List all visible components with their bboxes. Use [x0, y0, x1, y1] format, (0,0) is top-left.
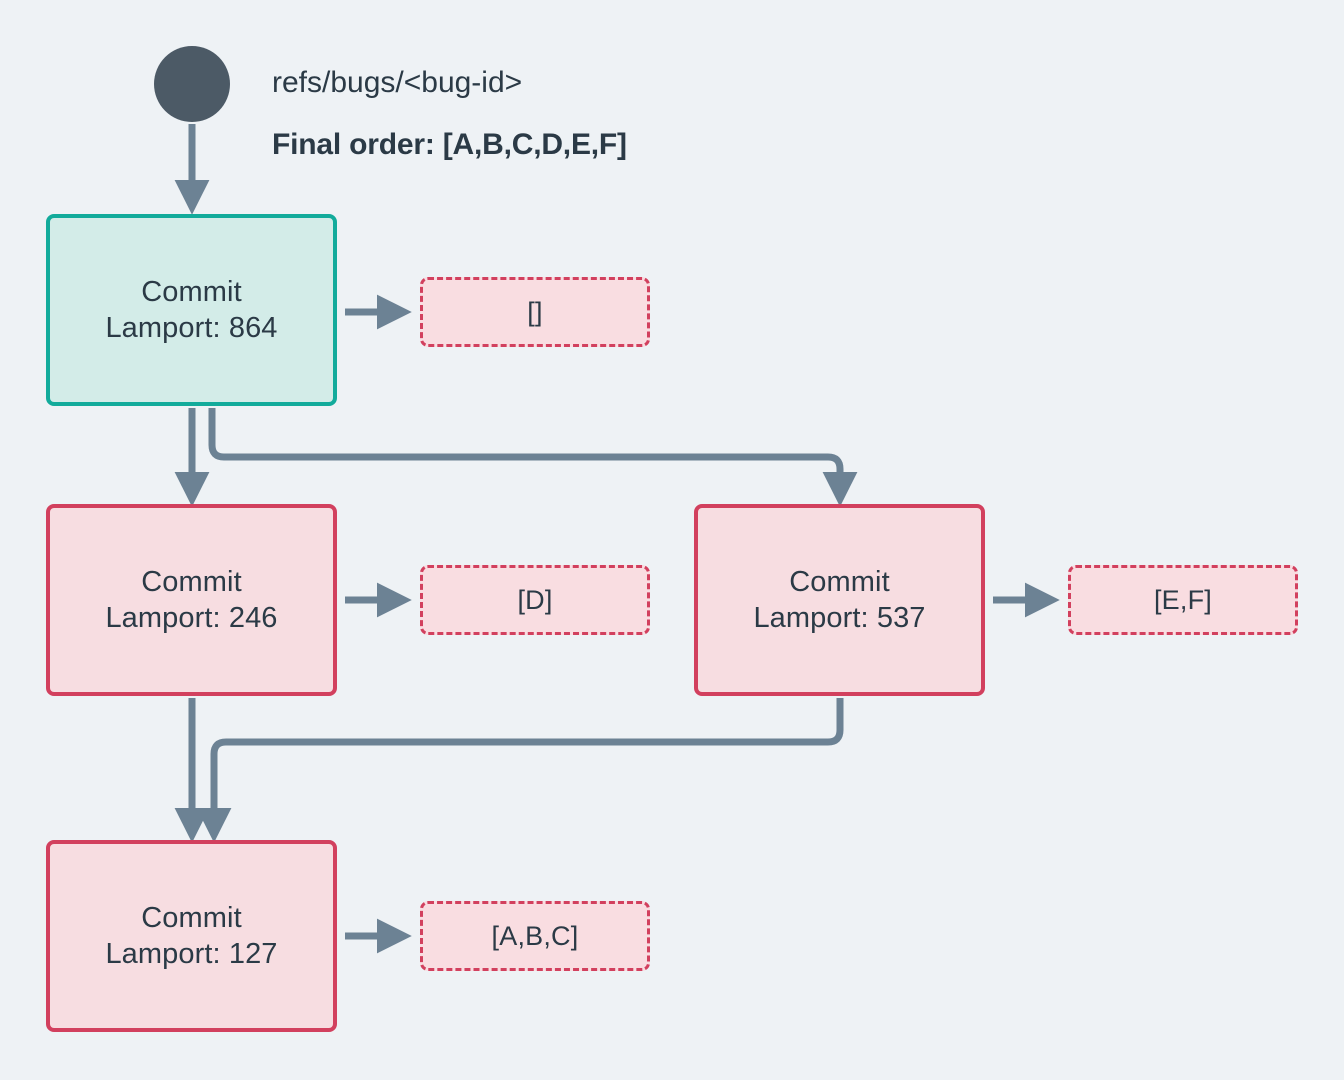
commit-node-537[interactable]: Commit Lamport: 537 [694, 504, 985, 696]
payload-text: [] [527, 296, 543, 327]
payload-box-537[interactable]: [E,F] [1068, 565, 1298, 635]
commit-title: Commit [789, 565, 890, 598]
payload-text: [A,B,C] [491, 920, 579, 951]
edge-537-to-127 [196, 698, 844, 843]
commit-lamport: Lamport: 864 [105, 312, 278, 344]
payload-box-246[interactable]: [D] [420, 565, 650, 635]
final-order-label: Final order: [A,B,C,D,E,F] [272, 128, 627, 161]
commit-node-864[interactable]: Commit Lamport: 864 [46, 214, 337, 406]
commit-title: Commit [141, 565, 242, 598]
commit-title: Commit [141, 275, 242, 308]
commit-node-127[interactable]: Commit Lamport: 127 [46, 840, 337, 1032]
commit-node-246[interactable]: Commit Lamport: 246 [46, 504, 337, 696]
commit-lamport: Lamport: 127 [105, 938, 278, 970]
payload-box-127[interactable]: [A,B,C] [420, 901, 650, 971]
edge-864-to-537 [208, 408, 858, 507]
commit-lamport: Lamport: 537 [753, 602, 926, 634]
payload-text: [D] [517, 584, 553, 615]
commit-lamport: Lamport: 246 [105, 602, 278, 634]
commit-title: Commit [141, 901, 242, 934]
ref-path-label: refs/bugs/<bug-id> [272, 66, 523, 99]
payload-box-864[interactable]: [] [420, 277, 650, 347]
payload-text: [E,F] [1153, 584, 1212, 615]
root-ref-dot [154, 46, 230, 122]
